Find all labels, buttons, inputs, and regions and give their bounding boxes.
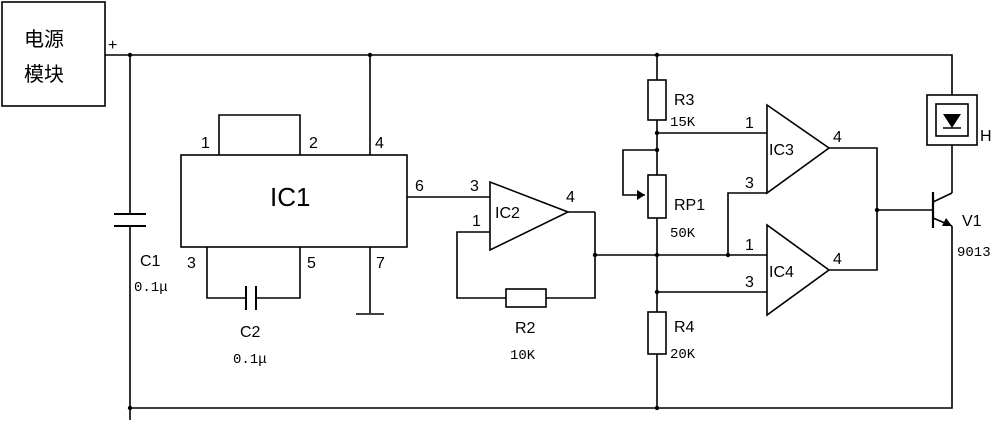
c1-name: C1 — [140, 253, 161, 270]
resistor-r4 — [647, 311, 667, 355]
ic3-label: IC3 — [769, 142, 794, 159]
led-indicator — [926, 94, 978, 146]
junction-dots — [127, 52, 880, 411]
ic4-pin-1: 1 — [745, 237, 754, 254]
v1-name: V1 — [962, 213, 982, 230]
ic2-pin-4: 4 — [566, 189, 575, 206]
ic4-pin-4: 4 — [833, 251, 842, 268]
transistor-v1 — [931, 192, 953, 228]
ic2-label: IC2 — [495, 205, 520, 222]
resistor-r2 — [505, 288, 547, 308]
rp1-wiper-arrow — [637, 190, 645, 200]
c2-name: C2 — [240, 324, 261, 341]
ic4-pin-3: 3 — [745, 274, 754, 291]
ic3-pin-1: 1 — [745, 115, 754, 132]
led-diode-icon — [943, 114, 961, 128]
rp1-value: 50K — [670, 226, 696, 242]
ic1-pin-5: 5 — [307, 255, 316, 272]
power-module-box — [1, 1, 106, 107]
rp1-name: RP1 — [674, 197, 705, 214]
ic4-label: IC4 — [769, 264, 794, 281]
r4-name: R4 — [674, 319, 695, 336]
ic2-pin-3: 3 — [470, 178, 479, 195]
power-module-label-line2: 模块 — [24, 62, 64, 86]
r3-value: 15K — [670, 115, 696, 131]
potentiometer-rp1 — [647, 174, 667, 219]
h-label: H — [980, 128, 992, 145]
ic1-pin-1: 1 — [201, 135, 210, 152]
ic4-triangle — [766, 223, 831, 317]
ic1-label: IC1 — [270, 182, 310, 212]
resistor-r3 — [647, 79, 667, 121]
capacitor-c2 — [245, 286, 257, 310]
ic2-triangle — [489, 180, 571, 252]
capacitor-c1 — [114, 213, 146, 227]
r2-name: R2 — [515, 320, 536, 337]
emitter-arrow-icon — [942, 218, 952, 226]
ic3-pin-3: 3 — [745, 175, 754, 192]
ic1-pin-7: 7 — [376, 255, 385, 272]
ic1-box — [180, 154, 408, 248]
ic1-pin-2: 2 — [309, 135, 318, 152]
r3-name: R3 — [674, 92, 695, 109]
power-plus-sign: + — [108, 37, 117, 54]
ic3-triangle — [766, 103, 831, 195]
c2-value: 0.1μ — [233, 352, 267, 368]
ic1-pin-6: 6 — [415, 178, 424, 195]
ic1-pin-3: 3 — [187, 255, 196, 272]
c1-value: 0.1μ — [134, 280, 168, 296]
ic1-pin-4: 4 — [375, 135, 384, 152]
v1-value: 9013 — [957, 245, 991, 261]
ic3-pin-4: 4 — [833, 129, 842, 146]
wires — [105, 54, 953, 420]
power-module-label-line1: 电源 — [24, 27, 64, 51]
r4-value: 20K — [670, 347, 696, 363]
r2-value: 10K — [510, 348, 536, 364]
ic2-pin-1: 1 — [472, 213, 481, 230]
